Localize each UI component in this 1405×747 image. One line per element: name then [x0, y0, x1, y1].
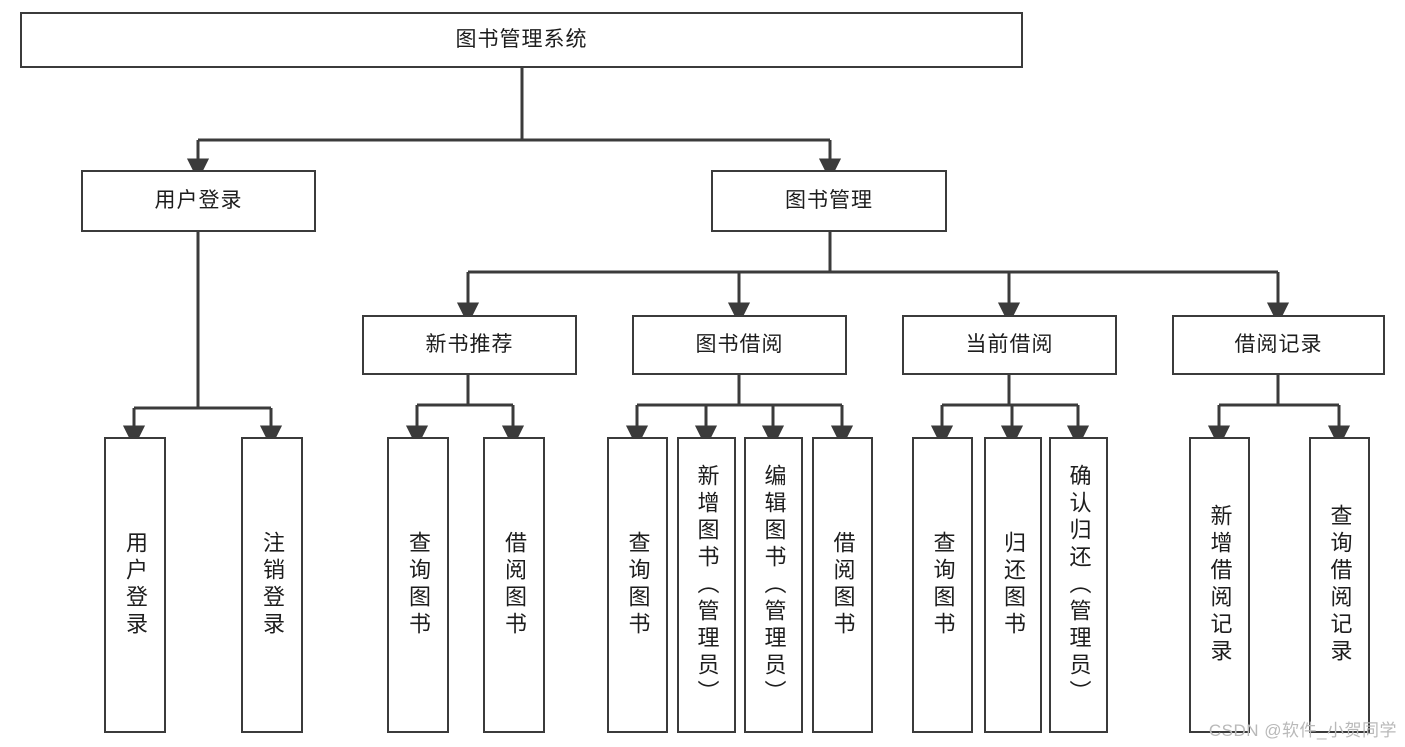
leaf-borrow-book[interactable]: 借阅图书	[812, 437, 873, 733]
leaf-label: 确认归还（管理员）	[1066, 463, 1092, 707]
leaf-label: 归还图书	[1001, 531, 1026, 639]
leaf-label: 查询图书	[625, 531, 651, 639]
node-current-borrow[interactable]: 当前借阅	[902, 315, 1117, 375]
node-label: 图书管理系统	[455, 27, 588, 51]
leaf-edit-book-admin[interactable]: 编辑图书（管理员）	[744, 437, 803, 733]
leaf-label: 查询图书	[406, 531, 431, 639]
leaf-label: 借阅图书	[502, 531, 527, 639]
leaf-query-borrow-record[interactable]: 查询借阅记录	[1309, 437, 1370, 733]
node-user-login[interactable]: 用户登录	[81, 170, 316, 232]
leaf-query-book-borrow[interactable]: 查询图书	[607, 437, 668, 733]
leaf-add-book-admin[interactable]: 新增图书（管理员）	[677, 437, 736, 733]
node-label: 图书管理	[785, 188, 873, 212]
leaf-label: 注销登录	[260, 531, 285, 639]
leaf-label: 新增借阅记录	[1207, 504, 1233, 666]
node-new-book-recommend[interactable]: 新书推荐	[362, 315, 577, 375]
leaf-label: 查询图书	[930, 531, 956, 639]
leaf-add-borrow-record[interactable]: 新增借阅记录	[1189, 437, 1250, 733]
node-borrow-record[interactable]: 借阅记录	[1172, 315, 1385, 375]
node-book-management[interactable]: 图书管理	[711, 170, 947, 232]
node-book-borrow[interactable]: 图书借阅	[632, 315, 847, 375]
node-label: 借阅记录	[1234, 332, 1323, 356]
leaf-label: 借阅图书	[830, 531, 856, 639]
leaf-query-book-current[interactable]: 查询图书	[912, 437, 973, 733]
node-label: 新书推荐	[425, 332, 514, 356]
leaf-label: 新增图书（管理员）	[694, 463, 720, 707]
node-label: 用户登录	[154, 188, 243, 212]
leaf-borrow-book-recommend[interactable]: 借阅图书	[483, 437, 545, 733]
leaf-label: 查询借阅记录	[1327, 504, 1353, 666]
leaf-label: 用户登录	[123, 531, 148, 639]
leaf-label: 编辑图书（管理员）	[761, 463, 787, 707]
node-label: 当前借阅	[965, 332, 1054, 356]
leaf-confirm-return-admin[interactable]: 确认归还（管理员）	[1049, 437, 1108, 733]
node-root-system[interactable]: 图书管理系统	[20, 12, 1023, 68]
leaf-query-book-recommend[interactable]: 查询图书	[387, 437, 449, 733]
leaf-user-login[interactable]: 用户登录	[104, 437, 166, 733]
node-label: 图书借阅	[695, 332, 784, 356]
leaf-return-book[interactable]: 归还图书	[984, 437, 1042, 733]
leaf-logout[interactable]: 注销登录	[241, 437, 303, 733]
